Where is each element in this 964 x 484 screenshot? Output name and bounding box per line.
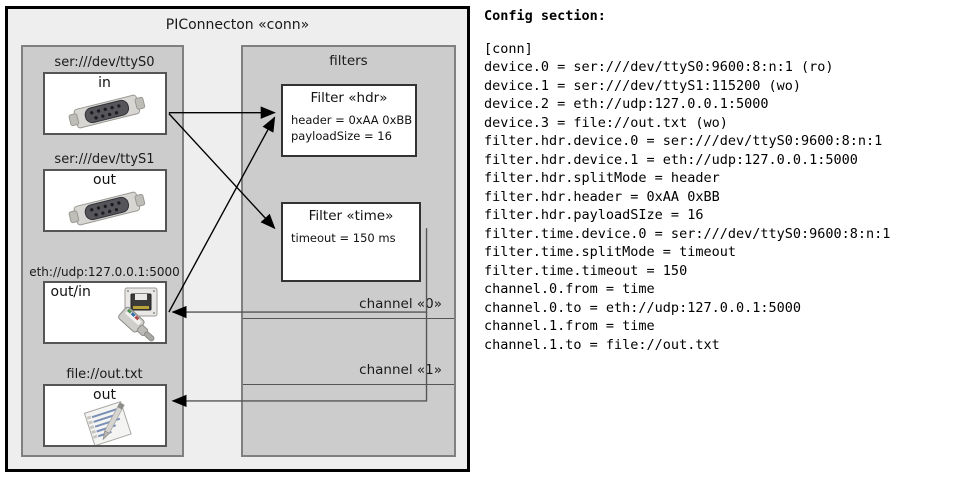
device-label-ethernet: eth://udp:127.0.0.1:5000 [29,265,180,279]
device-box-serial0[interactable]: in [42,72,167,135]
config-line: filter.time.timeout = 150 [484,262,688,279]
text-file-icon [79,400,141,445]
filter-time-properties: timeout = 150 ms [283,231,419,247]
filter-hdr-title: Filter «hdr» [310,90,388,106]
device-label-serial1: ser:///dev/ttyS1 [54,152,155,167]
config-line: filter.hdr.payloadSIze = 16 [484,207,704,224]
config-lines[interactable]: [conn] device.0 = ser:///dev/ttyS0:9600:8… [484,40,956,354]
channel-0-label: channel «0» [359,296,442,312]
device-direction-serial1: out [93,172,116,188]
filters-panel-title: filters [329,53,368,69]
device-box-serial1[interactable]: out [42,169,167,232]
config-line: filter.hdr.device.1 = eth://udp:127.0.0.… [484,151,858,168]
diagram-title: PIConnecton «conn» [165,17,310,33]
filter-box-hdr[interactable]: Filter «hdr» header = 0xAA 0xBB payloadS… [281,84,417,157]
device-label-file: file://out.txt [66,367,143,382]
config-line: channel.1.from = time [484,318,655,335]
config-line: device.0 = ser:///dev/ttyS0:9600:8:n:1 (… [484,59,834,76]
ethernet-icon [101,286,163,342]
filter-hdr-prop-payloadsize: payloadSize = 16 [291,128,392,143]
config-line: filter.hdr.header = 0xAA 0xBB [484,188,720,205]
device-entry-serial0[interactable]: ser:///dev/ttyS0 in [23,55,186,135]
config-line: channel.0.to = eth://udp:127.0.0.1:5000 [484,299,801,316]
channel-1-label: channel «1» [359,362,442,378]
device-box-file[interactable]: out [42,384,167,447]
devices-panel: ser:///dev/ttyS0 in [21,45,184,457]
config-line: filter.time.device.0 = ser:///dev/ttyS0:… [484,225,891,242]
config-heading: Config section: [484,8,606,24]
config-line: filter.hdr.device.0 = ser:///dev/ttyS0:9… [484,133,883,150]
config-line: channel.0.from = time [484,281,655,298]
device-box-ethernet[interactable]: out/in [42,281,167,344]
config-line: [conn] [484,41,533,57]
device-entry-file[interactable]: file://out.txt out [23,367,186,447]
config-line: device.3 = file://out.txt (wo) [484,114,728,131]
filter-time-title: Filter «time» [308,208,394,224]
device-entry-serial1[interactable]: ser:///dev/ttyS1 out [23,152,186,232]
config-section: Config section: [conn] device.0 = ser:///… [484,8,956,354]
serial-port-icon [67,187,147,230]
config-line: device.2 = eth://udp:127.0.0.1:5000 [484,96,769,113]
filter-box-time[interactable]: Filter «time» timeout = 150 ms [281,202,421,282]
device-label-serial0: ser:///dev/ttyS0 [54,55,155,70]
channel-1-block[interactable]: channel «1» [243,319,454,385]
serial-port-icon [67,90,147,133]
config-line: device.1 = ser:///dev/ttyS1:115200 (wo) [484,77,801,94]
filter-time-prop-timeout: timeout = 150 ms [291,231,396,245]
config-line: filter.time.splitMode = timeout [484,244,736,261]
filter-hdr-prop-header: header = 0xAA 0xBB [291,113,413,127]
filters-panel: filters channel «0» channel «1» Filter «… [241,45,456,457]
device-direction-serial0: in [98,75,111,91]
connector-diagram: PIConnecton «conn» ser:///dev/ttyS0 in [5,6,470,472]
filter-hdr-properties: header = 0xAA 0xBB payloadSize = 16 [283,113,415,144]
device-entry-ethernet[interactable]: eth://udp:127.0.0.1:5000 out/in [23,265,186,344]
config-line: channel.1.to = file://out.txt [484,336,720,353]
config-line: filter.hdr.splitMode = header [484,170,720,187]
